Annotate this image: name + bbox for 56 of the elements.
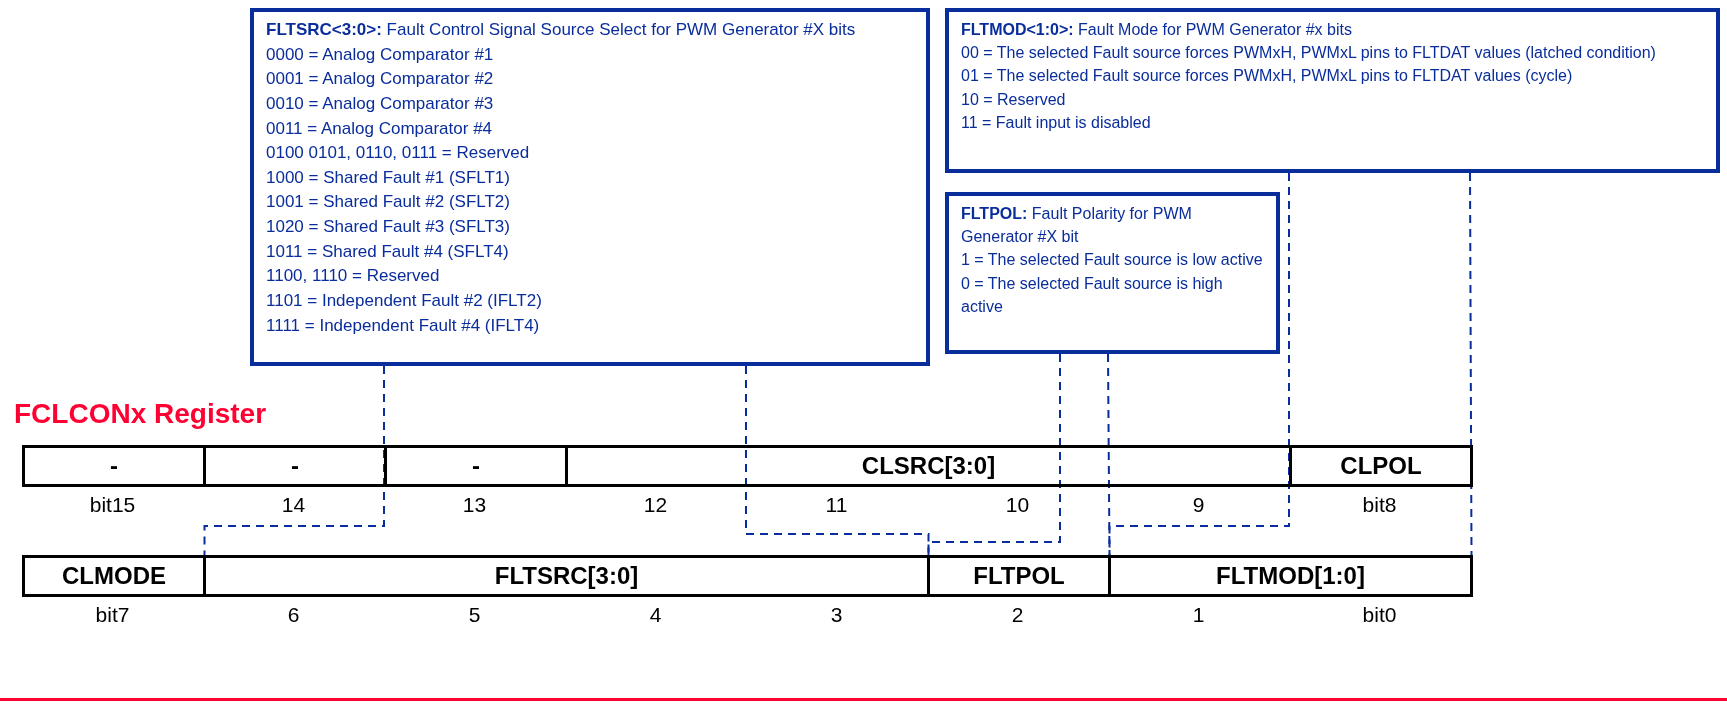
register-field: CLMODE [22, 555, 206, 597]
description-line: 1001 = Shared Fault #2 (SFLT2) [266, 191, 511, 214]
register-field: CLSRC[3:0] [565, 445, 1292, 487]
bit-number: 6 [287, 603, 300, 627]
bit-number: 12 [643, 493, 668, 517]
bit-number: bit15 [89, 493, 136, 517]
description-line: 1101 = Independent Fault #2 (IFLT2) [266, 290, 543, 313]
callout-heading: FLTPOL: Fault Polarity for PWM Generator #X bit [961, 204, 1193, 248]
bit-number: 13 [462, 493, 487, 517]
callout-box [945, 192, 1280, 354]
register-field: FLTPOL [927, 555, 1111, 597]
bit-number: bit8 [1362, 493, 1397, 517]
description-line: 1011 = Shared Fault #4 (SFLT4) [266, 240, 510, 263]
leader-line [927, 353, 1061, 556]
description-line: 0 = The selected Fault source is high active [961, 273, 1224, 317]
description-line: 0001 = Analog Comparator #2 [266, 68, 495, 91]
leader-line [1469, 172, 1473, 556]
register-field: - [384, 445, 568, 487]
bit-number: bit0 [1362, 603, 1397, 627]
description-line: 11 = Fault input is disabled [961, 112, 1152, 133]
description-line: 1100, 1110 = Reserved [266, 265, 441, 288]
description-line: 10 = Reserved [961, 89, 1067, 110]
bit-number: 11 [825, 493, 848, 517]
register-title: FCLCONx Register [14, 398, 267, 430]
bit-number: bit7 [95, 603, 130, 627]
description-line: 0010 = Analog Comparator #3 [266, 92, 495, 115]
leader-line [745, 365, 930, 556]
description-line: 1111 = Independent Fault #4 (IFLT4) [266, 314, 541, 337]
bit-number: 2 [1011, 603, 1024, 627]
callout-box [945, 8, 1720, 173]
bit-number: 14 [281, 493, 306, 517]
description-line: 00 = The selected Fault source forces PWMxH, PWMxL pins to FLTDAT values (latched condition) [961, 43, 1657, 64]
bit-number: 9 [1192, 493, 1205, 517]
bit-number: 3 [830, 603, 843, 627]
register-field: FLTSRC[3:0] [203, 555, 930, 597]
callout-box [250, 8, 930, 366]
register-field: CLPOL [1289, 445, 1473, 487]
register-field: - [203, 445, 387, 487]
bit-number: 10 [1005, 493, 1030, 517]
description-line: 1020 = Shared Fault #3 (SFLT3) [266, 216, 511, 239]
bit-number: 1 [1192, 603, 1205, 627]
description-line: 1000 = Shared Fault #1 (SFLT1) [266, 166, 511, 189]
leader-line [203, 365, 385, 556]
leader-line [1108, 172, 1290, 556]
description-line: 1 = The selected Fault source is low active [961, 250, 1264, 271]
register-field: FLTMOD[1:0] [1108, 555, 1473, 597]
register-field: - [22, 445, 206, 487]
leader-line [1107, 353, 1111, 556]
description-line: 0100 0101, 0110, 0111 = Reserved [266, 142, 531, 165]
callout-heading: FLTSRC<3:0>: Fault Control Signal Source Select for PWM Generator #X bits [266, 19, 857, 41]
bit-number: 5 [468, 603, 481, 627]
description-line: 01 = The selected Fault source forces PWMxH, PWMxL pins to FLTDAT values (cycle) [961, 66, 1574, 87]
description-line: 0011 = Analog Comparator #4 [266, 117, 494, 140]
callout-heading: FLTMOD<1:0>: Fault Mode for PWM Generator #x bits [961, 20, 1353, 40]
description-line: 0000 = Analog Comparator #1 [266, 43, 495, 66]
bit-number: 4 [649, 603, 662, 627]
